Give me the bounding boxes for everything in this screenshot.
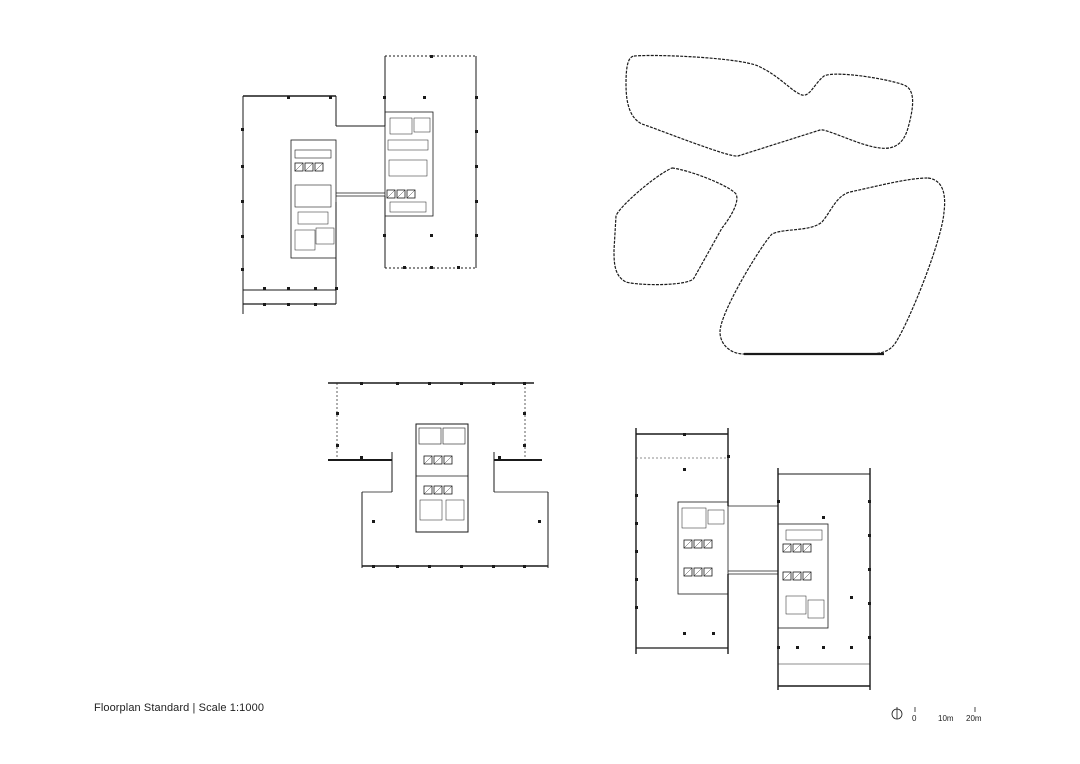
footprint-lower-left [613,167,738,286]
scale-label-0: 0 [912,714,917,723]
site-plan-footprints [613,54,946,355]
footprint-upper [625,54,914,157]
floorplan-bottom-right [635,428,871,690]
scale-label-20m: 20m [966,714,982,723]
north-arrow-icon [891,707,903,720]
scale-bar [914,707,976,712]
scale-label-10m: 10m [938,714,954,723]
floorplan-bottom-center [328,382,549,568]
floorplan-top-left [241,55,478,314]
drawing-caption: Floorplan Standard | Scale 1:1000 [94,702,265,714]
footprint-lower-right [719,177,946,355]
